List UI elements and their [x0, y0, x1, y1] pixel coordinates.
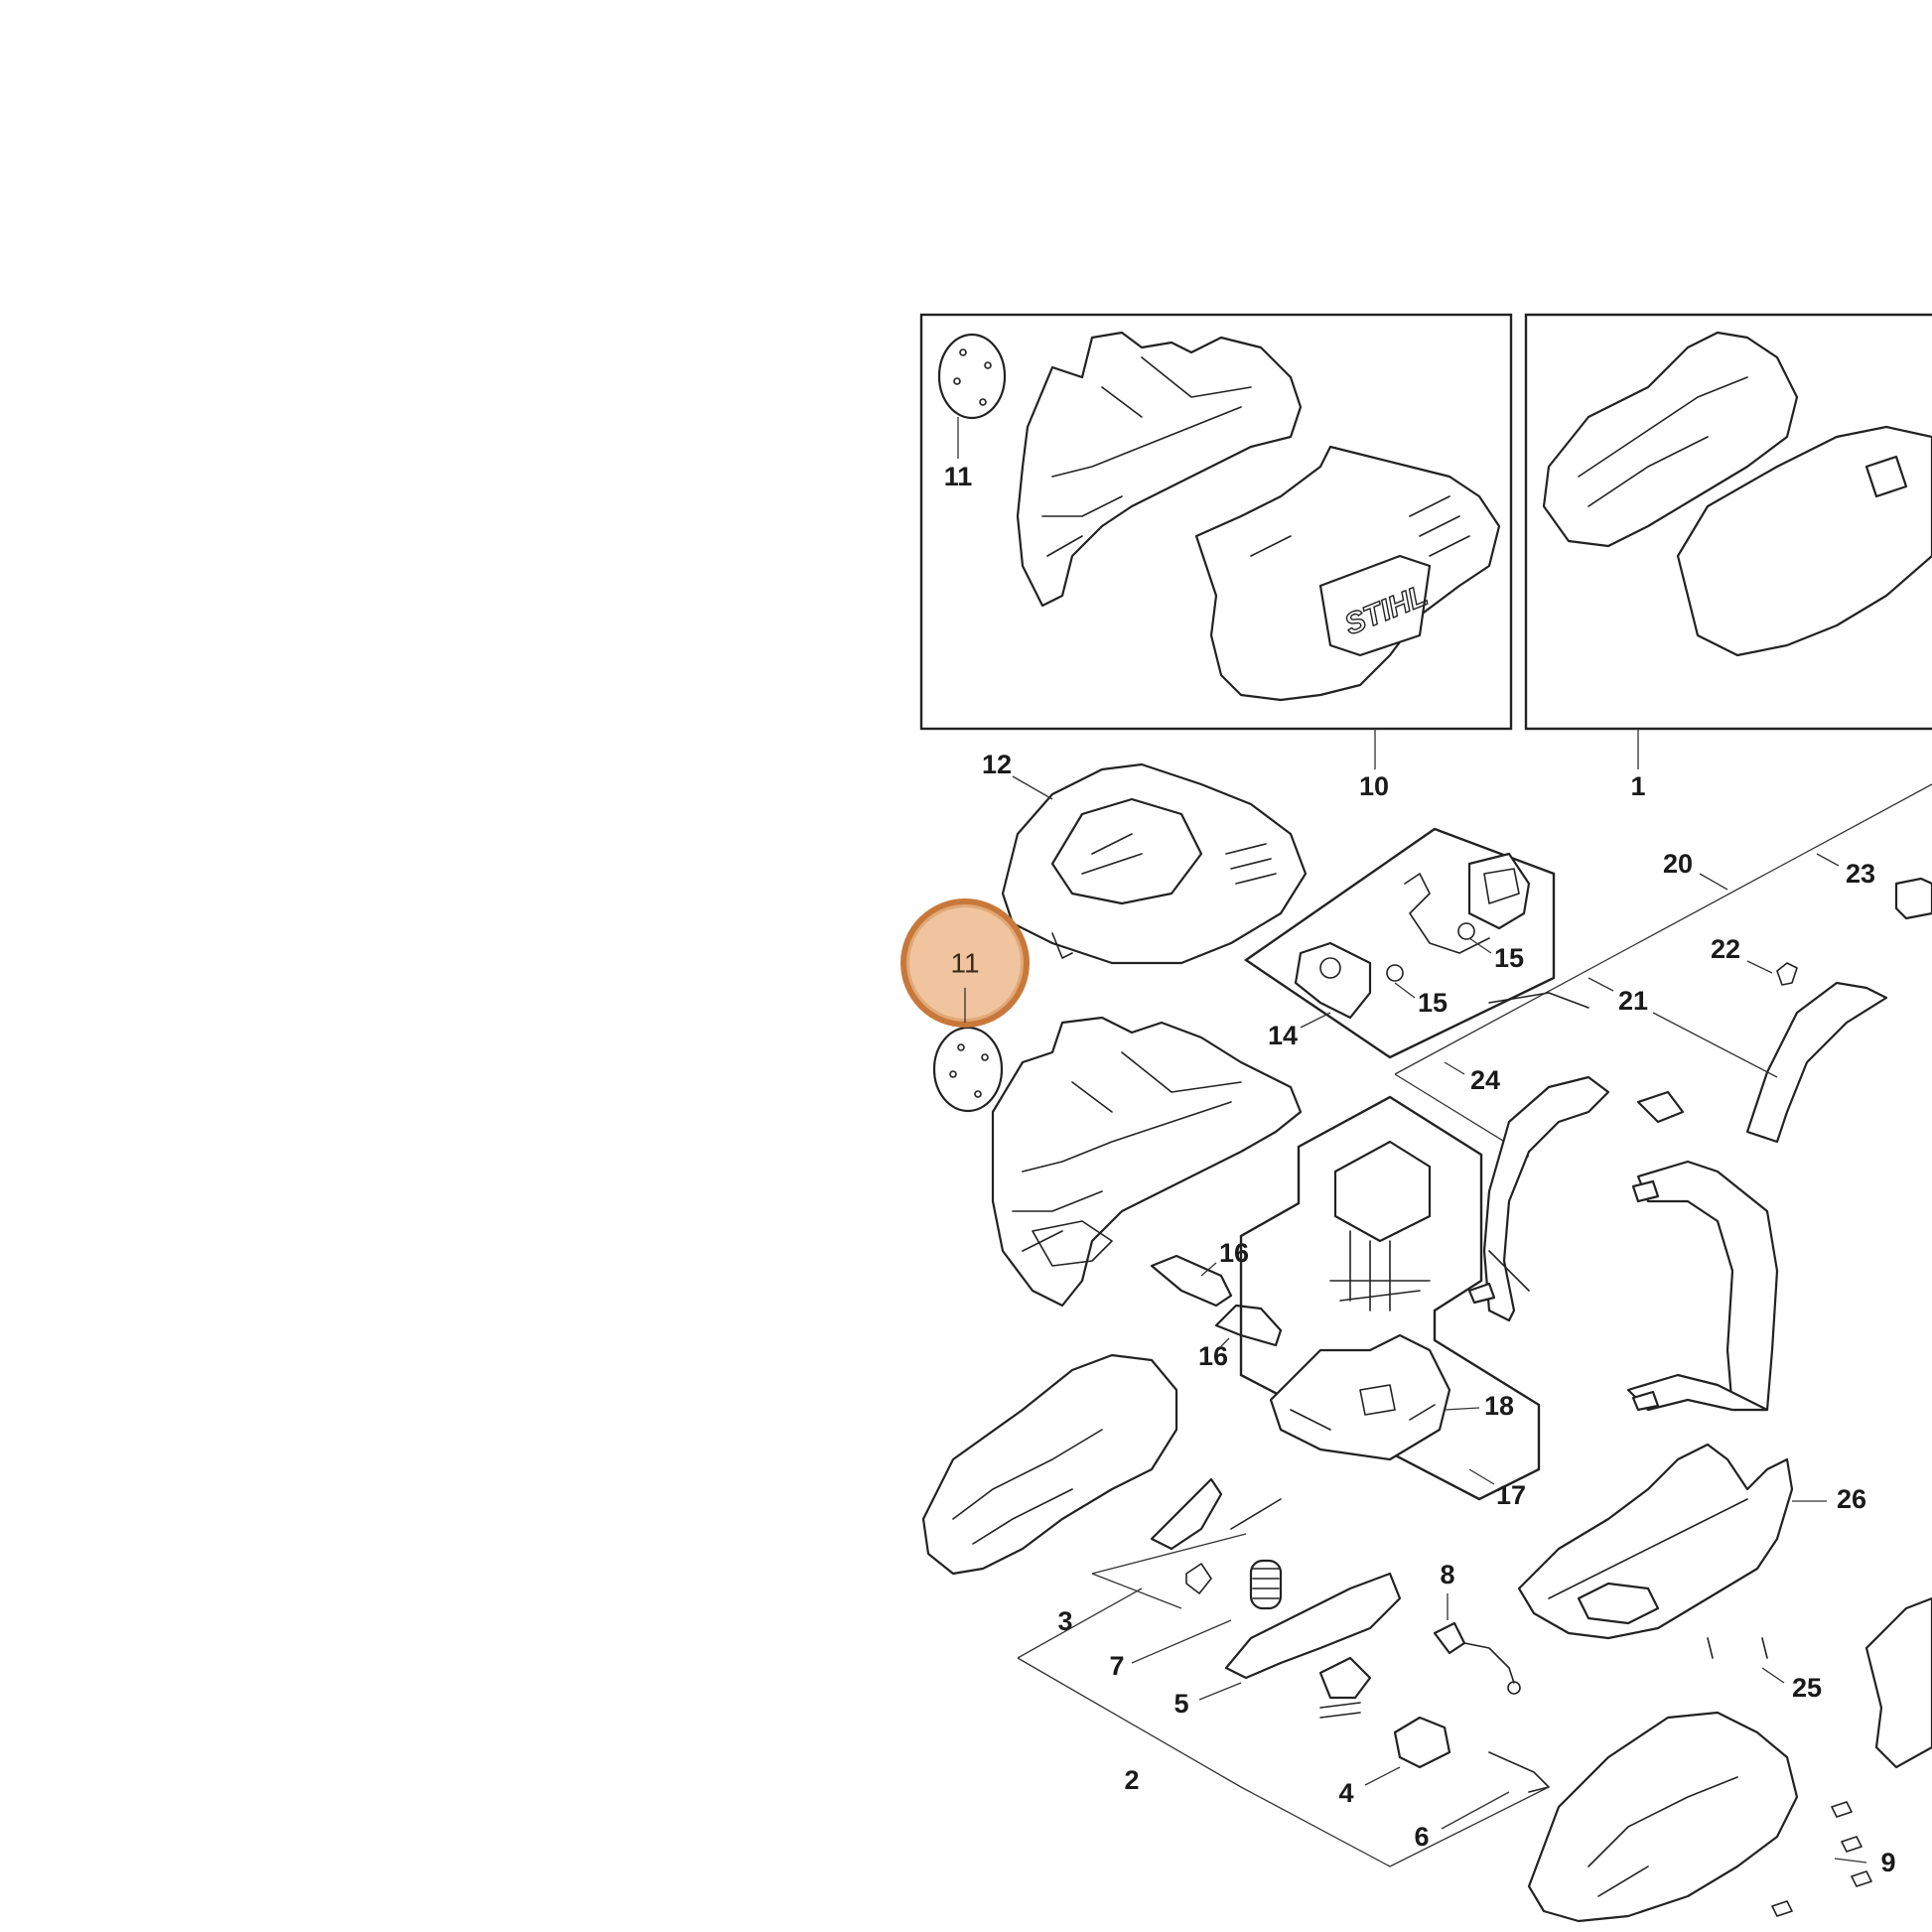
callout-4[interactable]: 4 [1338, 1778, 1353, 1808]
housing-cover-part [1194, 445, 1501, 702]
callout-11-frame[interactable]: 11 [944, 462, 973, 491]
callout-5[interactable]: 5 [1173, 1689, 1188, 1719]
callout-16-upper[interactable]: 16 [1219, 1238, 1249, 1268]
assembly-frame-14 [1243, 827, 1556, 1059]
callout-8[interactable]: 8 [1440, 1560, 1454, 1589]
handle-cover-part [1676, 425, 1932, 657]
lower-right-parts [1517, 1443, 1932, 1923]
callout-15-upper[interactable]: 15 [1494, 943, 1524, 973]
callout-26[interactable]: 26 [1837, 1484, 1866, 1514]
callout-2[interactable]: 2 [1124, 1765, 1139, 1795]
callout-24[interactable]: 24 [1470, 1065, 1500, 1095]
callout-10[interactable]: 10 [1359, 771, 1389, 801]
hotspot-callout-11[interactable]: 11 [900, 898, 1030, 1028]
callout-22[interactable]: 22 [1711, 934, 1740, 964]
callout-12[interactable]: 12 [982, 750, 1012, 779]
hotspot-label: 11 [950, 947, 979, 978]
handle-housing-part [1542, 331, 1799, 548]
callout-18[interactable]: 18 [1484, 1391, 1514, 1421]
callout-9[interactable]: 9 [1880, 1848, 1895, 1877]
assembly-frame-10: STIHL 11 [919, 313, 1513, 731]
callout-16-lower[interactable]: 16 [1198, 1341, 1228, 1371]
assembly-frame-17 [1239, 1095, 1541, 1501]
callout-17[interactable]: 17 [1496, 1480, 1526, 1510]
housing-assembly-11 [932, 1016, 1303, 1308]
assembly-frame-1 [1524, 313, 1932, 731]
bracket-parts-16 [1150, 1254, 1283, 1347]
handle-parts-20-21 [1394, 783, 1932, 1412]
callout-23[interactable]: 23 [1846, 859, 1875, 889]
callout-7[interactable]: 7 [1109, 1651, 1124, 1681]
housing-half-part [1016, 331, 1303, 608]
callout-14[interactable]: 14 [1268, 1021, 1298, 1050]
callout-25[interactable]: 25 [1792, 1673, 1822, 1703]
callout-15-lower[interactable]: 15 [1418, 988, 1448, 1018]
cover-part-12 [1001, 762, 1308, 965]
callout-6[interactable]: 6 [1414, 1822, 1429, 1852]
callout-21[interactable]: 21 [1618, 986, 1648, 1016]
lower-housing-parts [921, 1353, 1550, 1793]
gasket-part [937, 333, 1007, 420]
callout-1[interactable]: 1 [1630, 771, 1645, 801]
callout-20[interactable]: 20 [1663, 849, 1693, 879]
